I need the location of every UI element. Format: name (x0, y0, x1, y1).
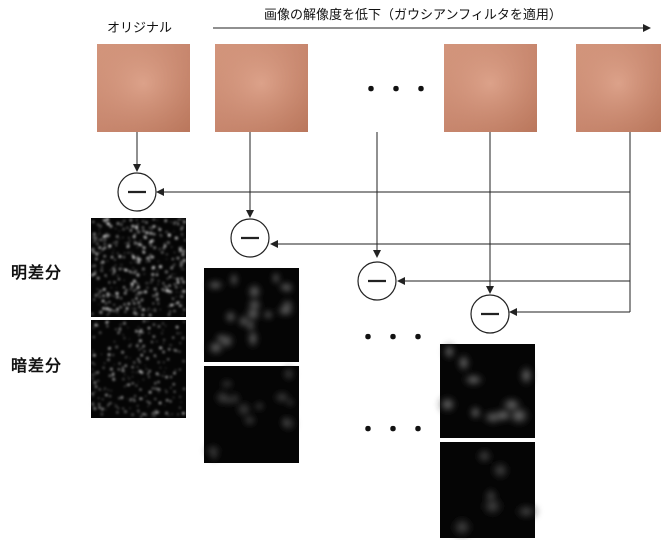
resolution-reduction-label: 画像の解像度を低下（ガウシアンフィルタを適用） (264, 8, 562, 23)
skin-image-original (97, 44, 190, 132)
dark-diff-image-1 (91, 319, 186, 418)
ellipsis-middle: ・・・ (357, 326, 433, 351)
bright-diff-image-2 (204, 268, 299, 362)
skin-image-blur-2 (444, 44, 537, 132)
dark-diff-image-2 (203, 365, 299, 463)
subtract-node-1 (117, 172, 157, 212)
ellipsis-top: ・・・ (360, 78, 436, 103)
ellipsis-bottom: ・・・ (357, 418, 433, 443)
subtract-node-4 (470, 294, 510, 334)
skin-image-blur-1 (215, 44, 308, 132)
original-label: オリジナル (107, 21, 173, 36)
bright-diff-image-1 (90, 217, 186, 317)
dark-diff-image-3 (440, 442, 541, 540)
bright-difference-label: 明差分 (11, 263, 63, 282)
skin-image-blur-max (576, 44, 661, 132)
subtract-node-3 (357, 261, 397, 301)
bright-diff-image-3 (436, 341, 535, 438)
dark-difference-label: 暗差分 (11, 356, 63, 375)
subtract-node-2 (230, 218, 270, 258)
